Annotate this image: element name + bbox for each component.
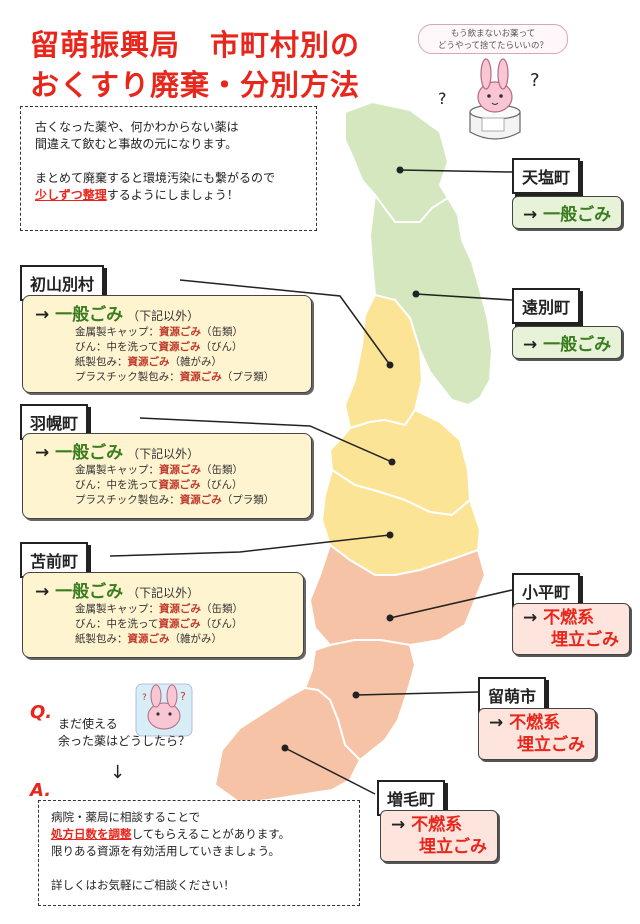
question-label: Q. bbox=[30, 702, 53, 723]
result-teshio: → 一般ごみ bbox=[512, 196, 623, 229]
intro-line4-rest: するようにしましょう！ bbox=[106, 188, 239, 202]
svg-text:?: ? bbox=[142, 693, 147, 703]
intro-box: 古くなった薬や、何かわからない薬は 間違えて飲むと事故の元になります。 まとめて… bbox=[20, 106, 317, 231]
intro-line4: 少しずつ整理するようにしましょう！ bbox=[35, 187, 302, 204]
speech-bubble: もう飲まないお薬って どうやって捨てたらいいの？ bbox=[418, 24, 568, 54]
intro-line1: 古くなった薬や、何かわからない薬は bbox=[35, 120, 239, 134]
page-title-line1: 留萌振興局 市町村別の bbox=[30, 28, 361, 62]
detail-row: びん：中を洗って資源ごみ（びん） bbox=[75, 479, 243, 491]
detail-row: 紙製包み：資源ごみ（雑がみ） bbox=[75, 633, 222, 645]
rabbit-jar-illustration: ? ? bbox=[438, 58, 540, 140]
question-text: まだ使える 余った薬はどうしたら？ bbox=[58, 717, 191, 748]
rabbit-question-illustration: ? ? bbox=[135, 683, 193, 737]
result-shosanbetsu: → 一般ごみ（下記以外） 金属製キャップ：資源ごみ（缶類） びん：中を洗って資源… bbox=[22, 295, 312, 393]
town-label-teshio: 天塩町 bbox=[512, 158, 581, 194]
result-obira: → 不燃系 埋立ごみ bbox=[512, 603, 630, 655]
page-title-line2: おくすり廃棄・分別方法 bbox=[30, 68, 361, 102]
town-label-rumoi: 留萌市 bbox=[478, 677, 547, 713]
bubble-line1: もう飲まないお薬って bbox=[450, 29, 536, 39]
result-rumoi: → 不燃系 埋立ごみ bbox=[478, 708, 596, 760]
detail-row: 金属製キャップ：資源ごみ（缶類） bbox=[75, 464, 243, 476]
svg-text:?: ? bbox=[180, 690, 186, 703]
svg-text:?: ? bbox=[438, 89, 447, 108]
bubble-line2: どうやって捨てたらいいの？ bbox=[437, 41, 549, 51]
detail-row: 金属製キャップ：資源ごみ（缶類） bbox=[75, 603, 243, 615]
detail-row: びん：中を洗って資源ごみ（びん） bbox=[75, 341, 243, 353]
intro-line2: 間違えて飲むと事故の元になります。 bbox=[35, 137, 238, 151]
result-haboro: → 一般ごみ（下記以外） 金属製キャップ：資源ごみ（缶類） びん：中を洗って資源… bbox=[22, 433, 312, 519]
detail-row: プラスチック製包み：資源ごみ（プラ類） bbox=[75, 494, 275, 506]
answer-label: A. bbox=[30, 780, 52, 801]
intro-line3: まとめて廃棄すると環境汚染にも繋がるので bbox=[35, 171, 276, 185]
intro-highlight: 少しずつ整理 bbox=[35, 188, 107, 202]
answer-box: 病院・薬局に相談することで 処方日数を調整してもらえることがあります。 限りある… bbox=[38, 800, 360, 906]
map-region-obira bbox=[308, 543, 487, 647]
result-mashike: → 不燃系 埋立ごみ bbox=[380, 810, 498, 862]
detail-row: 金属製キャップ：資源ごみ（缶類） bbox=[75, 326, 243, 338]
detail-row: びん：中を洗って資源ごみ（びん） bbox=[75, 618, 243, 630]
map-region-teshio bbox=[344, 100, 450, 223]
town-label-enbetsu: 遠別町 bbox=[512, 288, 581, 324]
detail-row: プラスチック製包み：資源ごみ（プラ類） bbox=[75, 371, 275, 383]
map-region-mashike bbox=[213, 686, 362, 805]
detail-row: 紙製包み：資源ごみ（雑がみ） bbox=[75, 356, 222, 368]
result-enbetsu: → 一般ごみ bbox=[512, 326, 623, 359]
down-arrow-icon: ↓ bbox=[110, 762, 126, 783]
result-tomamae: → 一般ごみ（下記以外） 金属製キャップ：資源ごみ（缶類） びん：中を洗って資源… bbox=[22, 572, 304, 658]
svg-text:?: ? bbox=[530, 70, 540, 91]
